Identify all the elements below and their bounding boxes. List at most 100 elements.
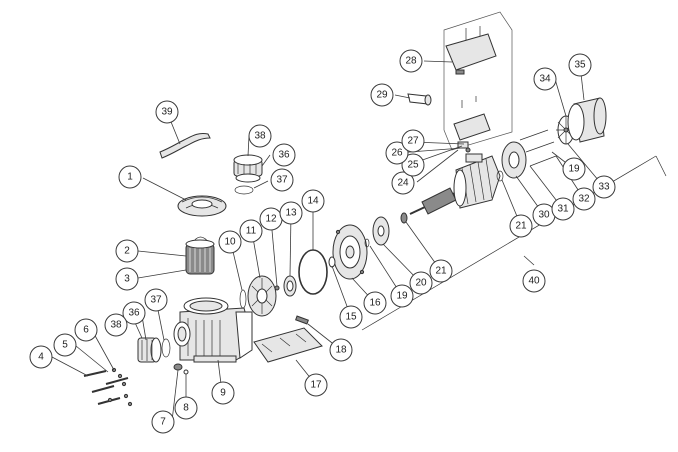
svg-text:14: 14	[307, 196, 319, 207]
part-impeller	[283, 275, 297, 297]
svg-text:33: 33	[598, 182, 610, 193]
part-oring-10	[239, 289, 247, 309]
callout-17: 17	[304, 373, 328, 397]
part-base-plate	[253, 327, 323, 363]
svg-text:39: 39	[161, 107, 173, 118]
callout-13: 13	[279, 201, 303, 225]
leader-lines	[51, 60, 605, 422]
part-washer-12	[274, 285, 280, 291]
callout-34: 34	[533, 67, 557, 91]
svg-text:17: 17	[310, 380, 322, 391]
svg-text:31: 31	[557, 204, 569, 215]
svg-text:5: 5	[62, 340, 68, 351]
svg-text:38: 38	[110, 320, 122, 331]
callout-32: 32	[572, 187, 596, 211]
callout-39: 39	[155, 100, 179, 124]
svg-text:38: 38	[254, 131, 266, 142]
callout-31: 31	[551, 197, 575, 221]
svg-text:30: 30	[538, 210, 550, 221]
assembly-bracket-end	[655, 155, 667, 177]
part-terminal-box	[443, 11, 513, 153]
svg-text:34: 34	[539, 74, 551, 85]
callout-9: 9	[211, 381, 235, 405]
callout-16: 16	[363, 291, 387, 315]
part-seal-15	[328, 256, 336, 268]
svg-text:37: 37	[276, 175, 288, 186]
svg-text:21: 21	[435, 266, 447, 277]
callout-6: 6	[74, 318, 98, 342]
callout-37-upper: 37	[270, 168, 294, 192]
svg-text:24: 24	[397, 178, 409, 189]
svg-text:40: 40	[528, 276, 540, 287]
callout-19-left: 19	[390, 284, 414, 308]
svg-text:25: 25	[407, 160, 419, 171]
svg-text:36: 36	[128, 308, 140, 319]
callout-35: 35	[568, 53, 592, 77]
callout-26: 26	[385, 141, 409, 165]
svg-text:13: 13	[285, 208, 297, 219]
svg-text:19: 19	[396, 291, 408, 302]
svg-text:29: 29	[376, 90, 388, 101]
callout-8: 8	[174, 396, 198, 420]
callout-37-lower: 37	[144, 288, 168, 312]
svg-text:7: 7	[160, 417, 166, 428]
callout-38-upper: 38	[248, 124, 272, 148]
part-cable-gland	[407, 93, 432, 106]
part-drain-plugs	[173, 363, 189, 375]
callout-5: 5	[53, 333, 77, 357]
svg-text:4: 4	[38, 352, 44, 363]
callout-36-upper: 36	[272, 143, 296, 167]
svg-text:32: 32	[578, 194, 590, 205]
svg-text:28: 28	[405, 56, 417, 67]
callout-18: 18	[329, 338, 353, 362]
callout-36-lower: 36	[122, 301, 146, 325]
svg-text:9: 9	[220, 388, 226, 399]
part-diffuser	[247, 275, 277, 317]
callout-21-right: 21	[509, 214, 533, 238]
callout-1: 1	[118, 165, 142, 189]
svg-text:12: 12	[265, 214, 277, 225]
callout-14: 14	[301, 189, 325, 213]
part-lid	[177, 195, 227, 217]
part-pump-housing	[173, 297, 253, 363]
callout-10: 10	[218, 230, 242, 254]
svg-text:15: 15	[345, 312, 357, 323]
part-union-upper	[233, 154, 263, 195]
part-tie-rods	[519, 129, 557, 167]
callout-7: 7	[151, 410, 175, 434]
part-oring-14	[298, 249, 328, 295]
callout-20: 20	[409, 271, 433, 295]
svg-text:6: 6	[83, 325, 89, 336]
part-key	[295, 315, 309, 325]
part-disc-20	[372, 216, 390, 246]
callout-2: 2	[115, 239, 139, 263]
callout-27: 27	[401, 129, 425, 153]
part-handle-wrench	[159, 133, 211, 159]
part-ring-19	[364, 238, 370, 248]
svg-text:35: 35	[574, 60, 586, 71]
part-bearing-21	[400, 212, 408, 224]
callout-40: 40	[522, 269, 546, 293]
svg-text:37: 37	[150, 295, 162, 306]
part-rear-flange	[501, 141, 527, 179]
callout-11: 11	[239, 219, 263, 243]
part-union-lower	[137, 337, 171, 363]
svg-text:3: 3	[124, 274, 130, 285]
part-bolts	[83, 367, 133, 407]
svg-text:19: 19	[568, 164, 580, 175]
svg-text:26: 26	[391, 148, 403, 159]
svg-text:21: 21	[515, 221, 527, 232]
svg-text:16: 16	[369, 298, 381, 309]
callout-4: 4	[29, 345, 53, 369]
part-motor-housing	[453, 153, 501, 209]
part-bearing-21b	[496, 170, 504, 182]
callout-38-lower: 38	[104, 313, 128, 337]
svg-text:11: 11	[246, 226, 257, 237]
part-seal-plate	[332, 224, 368, 280]
callout-24: 24	[391, 171, 415, 195]
svg-text:8: 8	[183, 403, 189, 414]
svg-text:36: 36	[278, 150, 290, 161]
callout-12: 12	[259, 207, 283, 231]
